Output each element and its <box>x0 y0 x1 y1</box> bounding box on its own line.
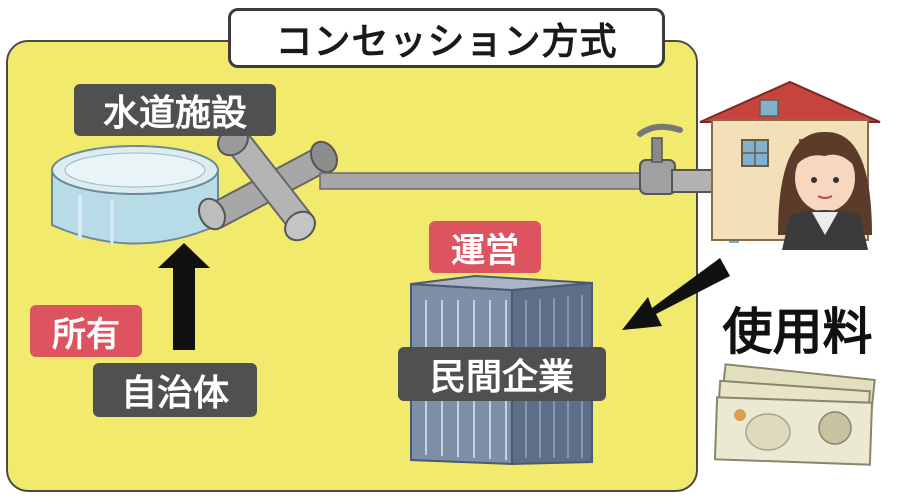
resident-person-icon <box>778 131 872 250</box>
private-company-label: 民間企業 <box>398 347 606 401</box>
operation-label: 運営 <box>429 221 541 273</box>
water-pipes-icon <box>198 125 338 242</box>
banknotes-icon <box>713 363 876 466</box>
usage-fee-label: 使用料 <box>722 303 873 361</box>
ownership-label: 所有 <box>30 305 142 357</box>
water-facility-label: 水道施設 <box>74 84 276 136</box>
diagram-title: コンセッション方式 <box>228 8 665 68</box>
payment-arrow <box>622 258 730 330</box>
water-main-pipe <box>319 172 666 190</box>
ownership-arrow <box>158 243 210 350</box>
water-tank-icon <box>51 145 219 245</box>
municipality-label: 自治体 <box>93 363 257 417</box>
